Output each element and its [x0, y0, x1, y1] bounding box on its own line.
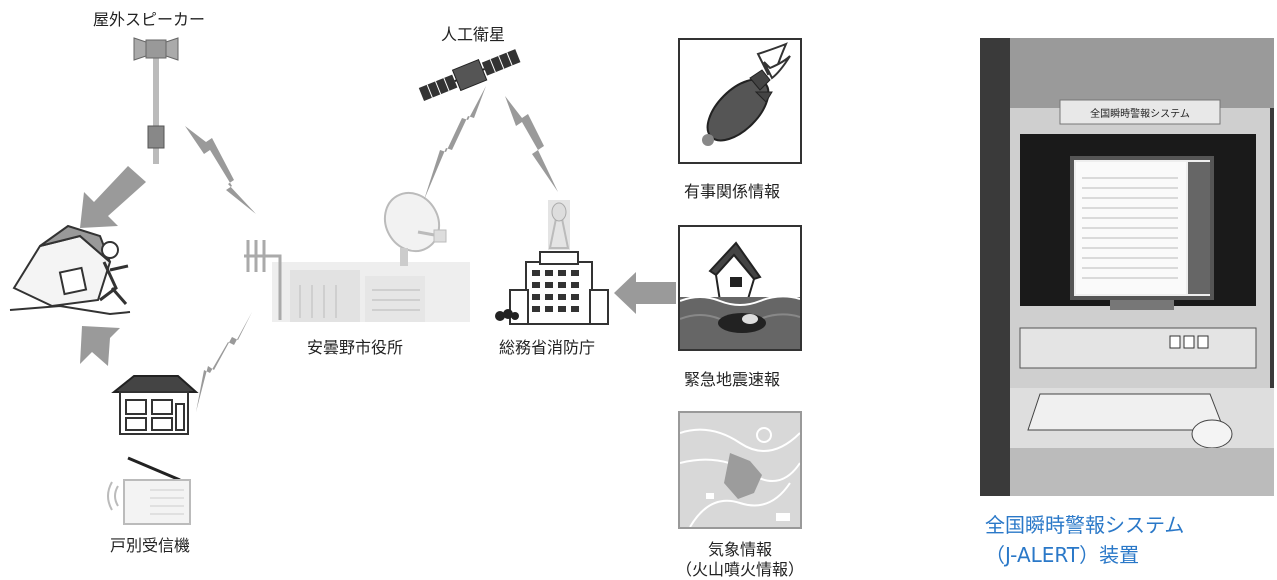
photo-caption-line2: （J-ALERT）装置: [985, 543, 1140, 567]
satellite-icon: [418, 49, 521, 102]
fire-agency-building-icon: [495, 200, 609, 325]
volcano-label: （火山噴火情報）: [675, 560, 804, 579]
earthquake-panel: [678, 225, 802, 351]
satellite-label: 人工衛星: [441, 25, 506, 44]
equipment-rack-image: 全国瞬時警報システム: [980, 38, 1274, 496]
earthquake-label: 緊急地震速報: [684, 370, 781, 389]
missile-icon: [702, 42, 791, 146]
rack-title-text: 全国瞬時警報システム: [1090, 107, 1190, 120]
weather-label: 気象情報: [707, 540, 772, 559]
armed-attack-panel: [678, 38, 802, 164]
city-hall-building-icon: [272, 262, 470, 322]
fire-agency-label: 総務省消防庁: [499, 338, 596, 357]
weather-map-icon: [679, 413, 801, 528]
collapsed-house-icon: [9, 224, 131, 316]
wireless-signal-icons: [185, 86, 558, 412]
weather-panel: [678, 411, 802, 529]
photo-caption-line1: 全国瞬時警報システム: [985, 513, 1185, 537]
household-receiver-label: 戸別受信機: [110, 536, 191, 555]
outdoor-speaker-icon: [133, 37, 179, 164]
outdoor-speaker-label: 屋外スピーカー: [93, 10, 206, 29]
house-icon: [111, 375, 199, 435]
flow-arrows: [80, 166, 676, 366]
satellite-dish-icon: [383, 191, 447, 266]
antenna-icon: [244, 240, 282, 320]
city-hall-label: 安曇野市役所: [307, 338, 404, 357]
flooded-house-icon: [679, 241, 801, 349]
household-receiver-icon: [107, 456, 191, 525]
armed-attack-label: 有事関係情報: [684, 182, 781, 201]
jalert-equipment-photo: 全国瞬時警報システム: [980, 38, 1274, 496]
